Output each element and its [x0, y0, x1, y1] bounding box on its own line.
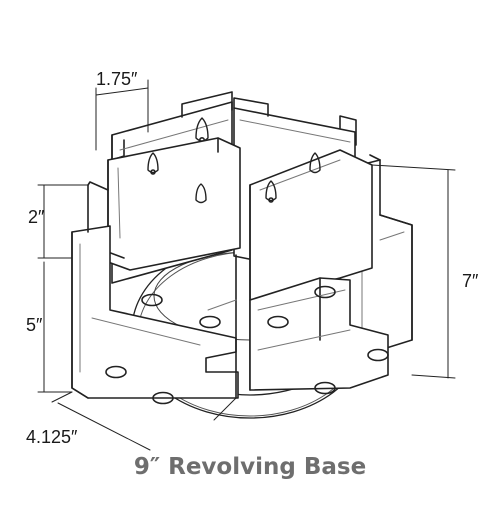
dim-depth: 4.125″	[26, 427, 78, 447]
holder-front-left	[72, 138, 240, 404]
dimension-lines	[38, 80, 455, 450]
dim-total-height: 7″	[462, 271, 479, 291]
dim-lower-height: 5″	[26, 315, 43, 335]
holder-front-right	[250, 150, 388, 394]
caption: 9″ Revolving Base	[133, 454, 367, 480]
dim-top-width: 1.75″	[96, 69, 138, 89]
dim-upper-height: 2″	[28, 207, 45, 227]
